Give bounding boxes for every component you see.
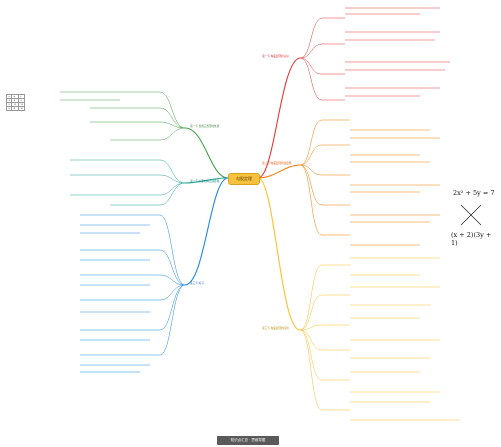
table-row: 6 8 10: [5, 106, 26, 111]
branch-label-r1[interactable]: 第一节 勾股定理的认识: [262, 55, 289, 58]
table-cell: 8: [11, 106, 19, 111]
branch-label-l3[interactable]: 第三节 练习: [190, 282, 204, 285]
branch-label-l1[interactable]: 第一节 直角三角形的性质: [190, 125, 220, 128]
table-row: a b c: [5, 94, 26, 99]
branch-line-r1: [257, 57, 301, 179]
branch-line-l2: [184, 177, 229, 184]
branch-label-l2[interactable]: 第二节 平面内两点的距离: [190, 180, 220, 183]
branch-label-r3[interactable]: 第三节 勾股定理的应用: [262, 327, 289, 330]
mini-table: a b c 3 4 5 5 12 13 6 8 10: [5, 94, 26, 111]
math-line-2: (x + 2)(3y + 1): [451, 231, 492, 247]
branch-line-l1: [184, 127, 229, 179]
math-block: 2x² + 5y = 7 (x + 2)(3y + 1): [451, 187, 497, 247]
table-cell: 10: [17, 106, 26, 111]
footer-banner: 知识点汇总 · 思维导图: [217, 436, 279, 445]
branch-label-r2[interactable]: 第二节 勾股定理的逆定理: [262, 162, 292, 165]
math-line-1: 2x² + 5y = 7: [453, 189, 495, 197]
table-cell: 6: [5, 106, 13, 111]
center-topic[interactable]: 勾股定理: [228, 173, 260, 185]
branch-line-l3: [184, 177, 229, 286]
branch-line-r2: [257, 164, 301, 179]
branch-line-r3: [257, 177, 301, 331]
